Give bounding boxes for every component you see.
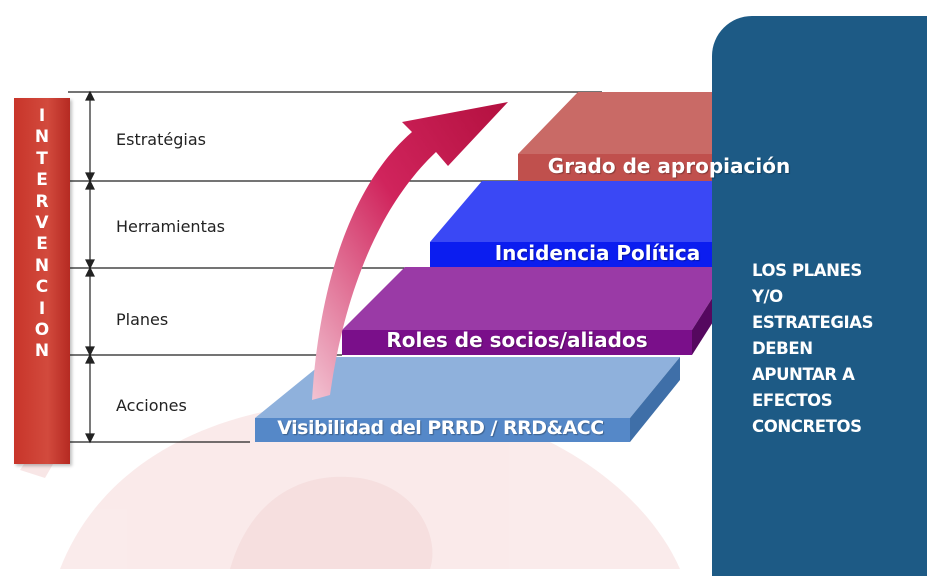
level-label-estrategias: Estratégias: [116, 130, 206, 149]
step-incidencia: [430, 181, 805, 267]
intervencion-bar: I N T E R V E N C I O N: [14, 98, 70, 464]
step-label-incidencia: Incidencia Política: [494, 241, 701, 265]
bar-letter: E: [36, 234, 48, 255]
bar-letter: C: [35, 277, 49, 298]
level-label-acciones: Acciones: [116, 396, 187, 415]
intervencion-letters: I N T E R V E N C I O N: [14, 106, 70, 363]
bar-letter: V: [35, 213, 49, 234]
bar-letter: I: [38, 298, 46, 319]
bar-letter: N: [34, 255, 50, 276]
level-label-planes: Planes: [116, 310, 169, 329]
bar-letter: T: [36, 148, 48, 169]
bar-letter: O: [34, 320, 50, 341]
globe-watermark: [20, 401, 680, 569]
conclusion-panel: [712, 16, 927, 576]
growth-arrow: [312, 102, 508, 400]
level-separators: [68, 91, 602, 443]
bar-letter: N: [34, 127, 50, 148]
bar-letter: E: [36, 170, 48, 191]
bar-letter: N: [34, 341, 50, 362]
level-label-herramientas: Herramientas: [116, 217, 225, 236]
conclusion-text: LOS PLANES Y/O ESTRATEGIAS DEBEN APUNTAR…: [752, 261, 874, 436]
bar-letter: I: [38, 106, 46, 126]
step-roles: [342, 267, 732, 355]
bar-letter: R: [35, 191, 49, 212]
level-brackets: [85, 90, 95, 444]
step-label-visibilidad: Visibilidad del PRRD / RRD&ACC: [277, 417, 604, 439]
step-visibilidad: [255, 357, 680, 442]
step-label-roles: Roles de socios/aliados: [386, 328, 648, 352]
step-label-grado: Grado de apropiación: [547, 154, 791, 178]
